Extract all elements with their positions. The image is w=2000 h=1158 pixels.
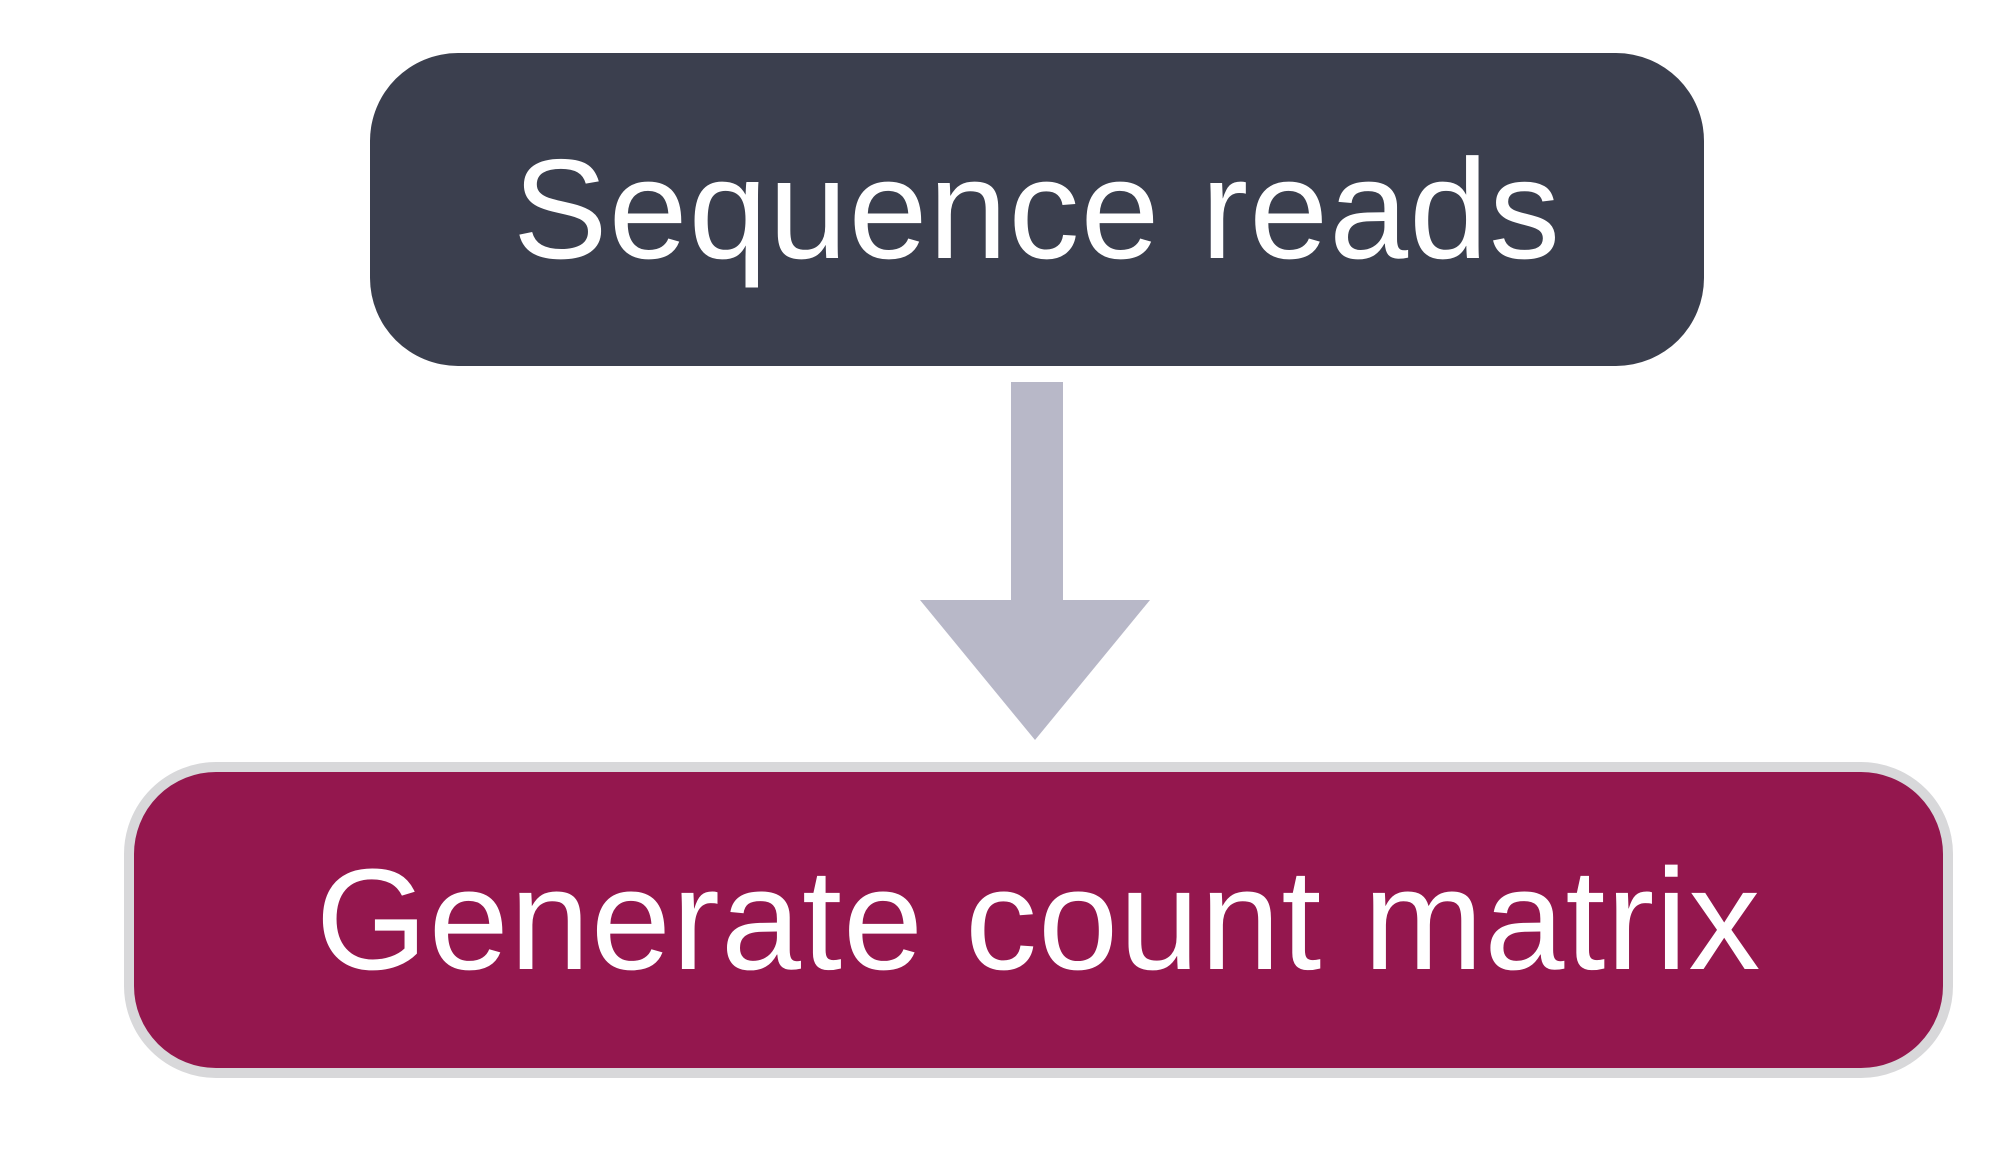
arrow-head bbox=[920, 600, 1150, 740]
flow-arrow bbox=[920, 382, 1150, 740]
node-sequence-reads: Sequence reads bbox=[370, 53, 1704, 366]
node-generate-count-matrix-label: Generate count matrix bbox=[315, 839, 1762, 1000]
arrow-shaft bbox=[1011, 382, 1063, 602]
node-generate-count-matrix: Generate count matrix bbox=[124, 762, 1953, 1078]
node-sequence-reads-label: Sequence reads bbox=[512, 129, 1562, 289]
